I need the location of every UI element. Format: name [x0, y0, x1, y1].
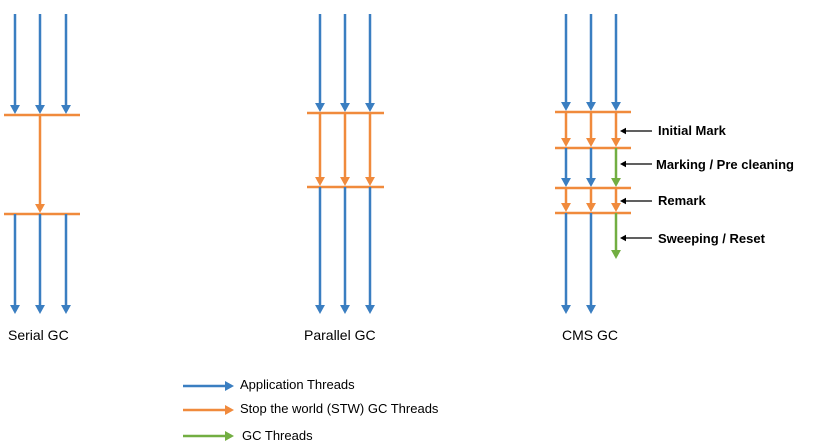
cms-app-thread-mark-1	[586, 148, 596, 187]
parallel-app-thread-bottom-0	[315, 187, 325, 314]
serial-app-thread-top-1	[35, 14, 45, 114]
parallel-stw-thread-2	[365, 113, 375, 186]
parallel-app-thread-top-0	[315, 14, 325, 112]
phase-remark-pointer	[620, 197, 652, 205]
parallel-app-thread-top-2	[365, 14, 375, 112]
cms-remark-thread-2	[611, 188, 621, 212]
parallel-stw-thread-0	[315, 113, 325, 186]
phase-initial-mark-label: Initial Mark	[658, 123, 726, 138]
cms-gc-sweeping-thread	[611, 213, 621, 259]
legend-stw-label: Stop the world (STW) GC Threads	[240, 401, 439, 416]
cms-gc-marking-thread	[611, 148, 621, 187]
parallel-app-thread-top-1	[340, 14, 350, 112]
cms-app-thread-bottom-1	[586, 213, 596, 314]
cms-remark-thread-0	[561, 188, 571, 212]
cms-initial-mark-thread-1	[586, 112, 596, 147]
cms-remark-thread-1	[586, 188, 596, 212]
parallel-app-thread-bottom-1	[340, 187, 350, 314]
parallel-stw-thread-1	[340, 113, 350, 186]
serial-app-thread-top-2	[61, 14, 71, 114]
cms-app-thread-top-1	[586, 14, 596, 111]
cms-initial-mark-thread-2	[611, 112, 621, 147]
legend-gc-arrow	[183, 431, 234, 441]
legend-application-arrow	[183, 381, 234, 391]
serial-app-thread-bottom-2	[61, 214, 71, 314]
cms-app-thread-top-0	[561, 14, 571, 111]
serial-gc-label: Serial GC	[8, 327, 69, 343]
cms-initial-mark-thread-0	[561, 112, 571, 147]
phase-marking-pointer	[620, 160, 652, 168]
phase-marking-label: Marking / Pre cleaning	[656, 157, 794, 172]
serial-app-thread-bottom-1	[35, 214, 45, 314]
parallel-app-thread-bottom-2	[365, 187, 375, 314]
serial-stw-thread	[35, 115, 45, 213]
cms-gc-label: CMS GC	[562, 327, 618, 343]
cms-app-thread-bottom-0	[561, 213, 571, 314]
serial-app-thread-bottom-0	[10, 214, 20, 314]
serial-app-thread-top-0	[10, 14, 20, 114]
parallel-gc-label: Parallel GC	[304, 327, 376, 343]
legend-application-label: Application Threads	[240, 377, 355, 392]
phase-sweeping-pointer	[620, 234, 652, 242]
legend-gc-label: GC Threads	[242, 428, 313, 443]
legend-stw-arrow	[183, 405, 234, 415]
phase-remark-label: Remark	[658, 193, 706, 208]
phase-sweeping-label: Sweeping / Reset	[658, 231, 765, 246]
phase-initial-mark-pointer	[620, 127, 652, 135]
cms-app-thread-mark-0	[561, 148, 571, 187]
cms-app-thread-top-2	[611, 14, 621, 111]
